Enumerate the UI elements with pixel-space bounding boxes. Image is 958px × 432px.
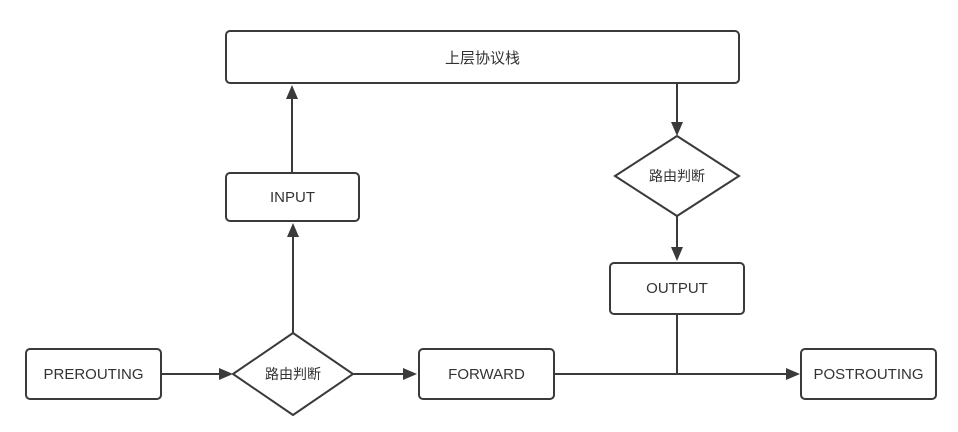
edge-protocol-stack-to-routing-top [671,84,683,136]
node-input: INPUT [225,172,360,222]
edge-routing-top-to-output [671,216,683,261]
node-forward: FORWARD [418,348,555,400]
edge-prerouting-to-routing-bottom [162,368,233,380]
node-forward-label: FORWARD [448,365,525,383]
node-protocol-stack-label: 上层协议栈 [444,49,520,67]
node-prerouting: PREROUTING [25,348,162,400]
node-prerouting-label: PREROUTING [43,365,144,383]
edge-routing-bottom-to-forward [353,368,417,380]
node-postrouting-label: POSTROUTING [813,365,924,383]
edge-routing-bottom-to-input [287,223,299,333]
node-protocol-stack: 上层协议栈 [225,30,740,84]
node-input-label: INPUT [270,188,315,206]
edge-forward-to-postrouting [555,368,800,380]
edge-input-to-protocol-stack [286,85,298,172]
node-output-label: OUTPUT [646,280,708,297]
node-postrouting: POSTROUTING [800,348,937,400]
node-routing-decision-top-shape [613,134,741,218]
node-routing-decision-bottom-shape [231,331,355,417]
node-output: OUTPUT [609,262,745,315]
